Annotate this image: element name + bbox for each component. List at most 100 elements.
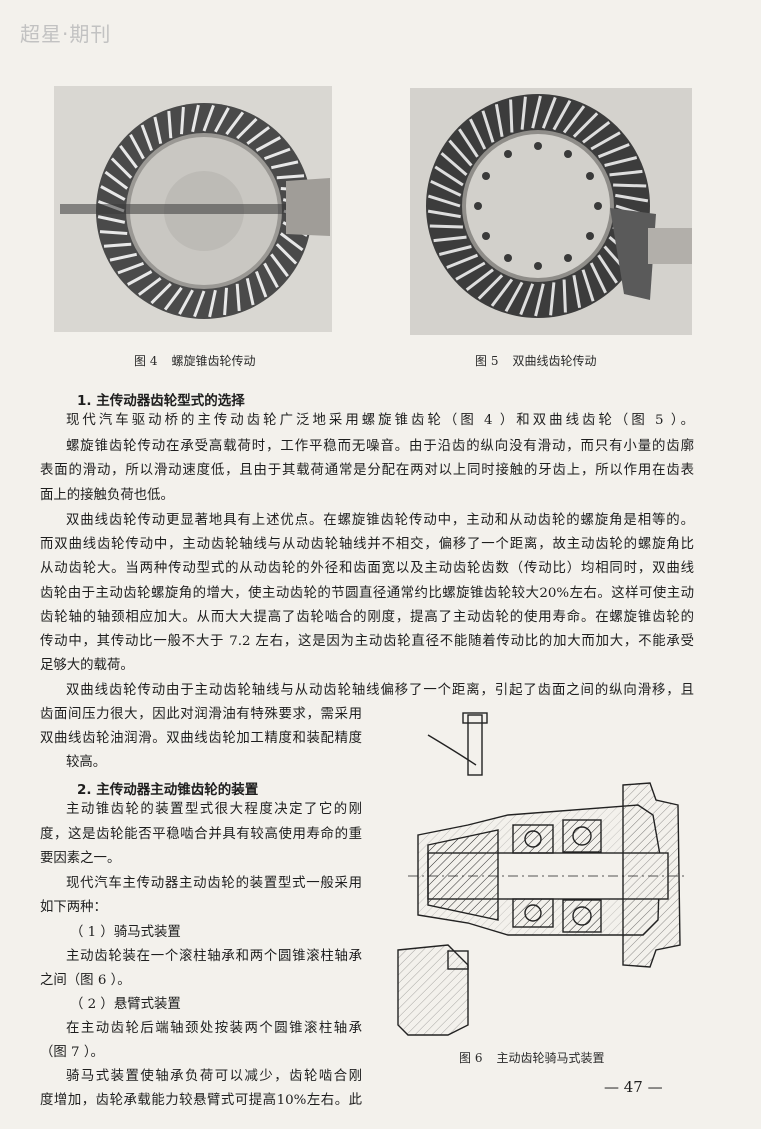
section-1-heading: 1. 主传动器齿轮型式的选择: [77, 393, 245, 409]
bolt-hole: [474, 202, 482, 210]
gear-tooth: [246, 126, 271, 145]
figure-5-photo: [410, 88, 692, 335]
section-2-heading: 2. 主传动器主动锥齿轮的装置: [77, 782, 259, 798]
gear-tooth: [534, 283, 545, 317]
body-line: 主动齿轮装在一个滚柱轴承和两个圆锥滚柱轴承: [66, 949, 362, 964]
bolt-hole: [564, 254, 572, 262]
figure-4-number: 图 4: [134, 354, 158, 368]
bolt-hole: [586, 232, 594, 240]
gear-tooth: [562, 105, 586, 134]
bolt-hole: [482, 232, 490, 240]
gear-tooth: [520, 96, 527, 130]
gear-tooth: [427, 194, 461, 208]
body-line: 双曲线齿轮油润滑。双曲线齿轮加工精度和装配精度: [40, 731, 362, 746]
body-line: 齿轮由于主动齿轮螺旋角的增大，使主动齿轮的节圆直径通常约比螺旋锥齿轮较大20%左…: [40, 586, 694, 601]
body-line: 传动中，其传动比一般不大于 7.2 左右，这是因为主动齿轮直径不能随着传动比的加…: [40, 634, 694, 649]
gear-tooth: [429, 224, 463, 229]
gear-tooth: [446, 253, 479, 269]
body-line: 双曲线齿轮传动更显著地具有上述优点。在螺旋锥齿轮传动中，主动和从动齿轮的螺旋角是…: [66, 513, 694, 528]
figure-5-number: 图 5: [475, 354, 499, 368]
gear-tooth: [140, 124, 154, 152]
body-line: 度，这是齿轮能否平稳啮合并具有较高使用寿命的重: [40, 827, 362, 842]
figure-4-title: 螺旋锥齿轮传动: [171, 354, 256, 368]
riding-type-mount-section-drawing: [397, 712, 686, 1036]
gear-tooth: [609, 169, 643, 177]
figure-4-caption: 图 4 螺旋锥齿轮传动: [134, 352, 255, 369]
gear-tooth: [438, 245, 472, 256]
bolt-hole: [504, 150, 512, 158]
body-line: 而双曲线齿轮传动中，主动齿轮轴线与从动齿轮轴线并不相交，偏移了一个距离，故主动齿…: [40, 537, 694, 552]
gear-tooth: [465, 268, 494, 291]
body-line: 骑马式装置使轴承负荷可以减少，齿轮啮合刚: [66, 1069, 362, 1084]
gear-tooth: [270, 160, 299, 170]
body-line: 主动锥齿轮的装置型式很大程度决定了它的刚: [66, 802, 362, 817]
gear-tooth: [477, 274, 504, 300]
body-line: 面上的接触负荷也低。: [40, 488, 174, 503]
gear-tooth: [263, 262, 279, 289]
gear-tooth: [448, 139, 473, 167]
bolt-hole: [564, 150, 572, 158]
bolt-hole: [594, 202, 602, 210]
gear-tooth: [597, 254, 618, 284]
hypoid-gear-illustration: [410, 88, 692, 335]
figure-5-caption: 图 5 双曲线齿轮传动: [475, 352, 596, 369]
gear-tooth: [589, 262, 607, 294]
gear-tooth: [549, 282, 556, 316]
gear-tooth: [236, 117, 258, 140]
page-number: — 47 —: [604, 1078, 663, 1096]
gear-tooth: [541, 96, 557, 129]
gear-tooth: [255, 136, 282, 152]
bolt-hole: [586, 172, 594, 180]
gear-tooth: [433, 235, 467, 243]
figure-6-drawing: [388, 705, 688, 1040]
gear-tooth: [572, 112, 599, 138]
gear-tooth: [581, 269, 595, 302]
gear-tooth: [208, 289, 217, 318]
gear-tooth: [129, 133, 145, 160]
figure-4-photo: [54, 86, 332, 332]
gear-tooth: [254, 270, 268, 298]
body-line: 齿轮轴的轴颈相应加大。从而大大提高了齿轮啮合的刚度，提高了主动齿轮的使用寿命。在…: [40, 610, 694, 625]
gear-tooth: [604, 156, 638, 167]
bolt-hole: [534, 262, 542, 270]
gear-tooth: [597, 143, 630, 159]
gear-tooth: [223, 287, 228, 316]
gear-tooth: [552, 99, 572, 131]
gear-tooth: [180, 106, 185, 135]
gear-tooth: [494, 103, 504, 137]
subsection-cantilever-type: （ 2 ）悬臂式装置: [70, 997, 181, 1012]
gear-tooth: [99, 230, 128, 235]
gear-tooth: [562, 279, 567, 313]
gear-tooth: [109, 252, 138, 262]
gear-tooth: [202, 104, 215, 132]
body-line: 较高。: [66, 755, 107, 770]
gear-tooth: [615, 193, 649, 203]
gear-tooth: [178, 289, 194, 315]
subsection-riding-type: （ 1 ）骑马式装置: [70, 925, 181, 940]
gear-tooth: [137, 277, 162, 296]
body-line: 足够大的载荷。: [40, 658, 134, 673]
gear-tooth: [270, 253, 289, 278]
gear-tooth: [214, 107, 230, 133]
gear-tooth: [440, 152, 468, 177]
gear-tooth: [430, 179, 462, 197]
figure-5-title: 双曲线齿轮传动: [512, 354, 597, 368]
body-line: 在主动齿轮后端轴颈处按装两个圆锥滚柱轴承: [66, 1021, 362, 1036]
gear-tooth: [150, 282, 172, 305]
gear-tooth: [279, 232, 304, 252]
gear-tooth: [103, 242, 132, 248]
gear-tooth: [519, 283, 535, 316]
bolt-hole: [482, 172, 490, 180]
gear-tooth: [225, 111, 245, 136]
gear-tooth: [104, 170, 129, 190]
gear-tooth: [455, 261, 486, 281]
gear-tooth: [97, 215, 126, 224]
gear-tooth: [263, 147, 291, 161]
gear-tooth: [490, 278, 514, 307]
gear-tooth: [276, 174, 305, 180]
gear-tooth: [100, 185, 126, 201]
gear-tooth: [531, 95, 542, 129]
gear-tooth: [572, 275, 582, 309]
gear-tooth: [504, 281, 524, 313]
